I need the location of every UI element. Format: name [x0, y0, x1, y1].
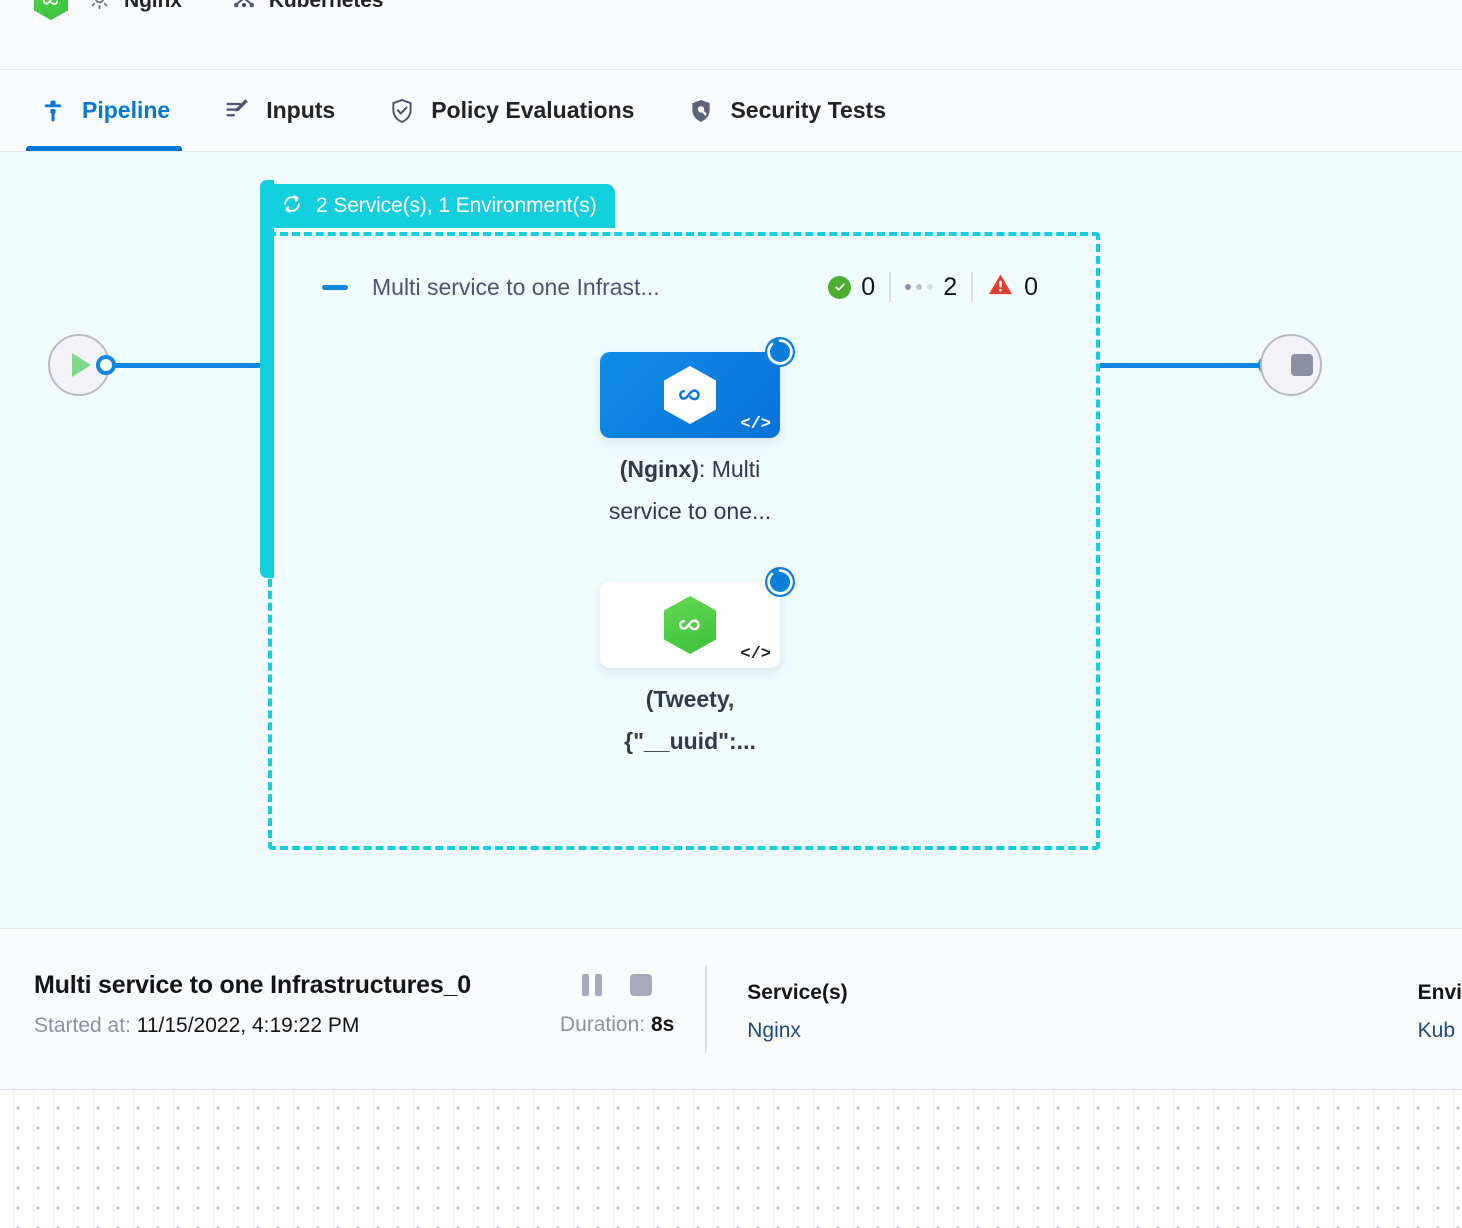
canvas-dot-grid: [0, 1090, 1462, 1228]
harness-hex-icon: [34, 0, 68, 20]
environments-heading: Envi: [1417, 981, 1462, 1004]
context-infrastructure-label: Kubernetes: [268, 0, 384, 12]
spinner-badge: [763, 565, 797, 599]
context-item-harness: [34, 0, 68, 20]
stage-group-box[interactable]: [268, 232, 1100, 850]
group-tag[interactable]: 2 Service(s), 1 Environment(s): [260, 184, 615, 228]
tab-inputs[interactable]: Inputs: [222, 70, 361, 151]
context-service-label: Nginx: [124, 0, 182, 12]
check-circle-icon: [828, 275, 852, 299]
tab-policy-evaluations[interactable]: Policy Evaluations: [387, 70, 660, 151]
service-node-nginx-caption: (Nginx): Multi service to one...: [570, 448, 810, 532]
started-at-row: Started at: 11/15/2022, 4:19:22 PM: [34, 1014, 529, 1038]
start-connector-line: [112, 363, 268, 368]
environments-column: Envi Kub: [1378, 929, 1462, 1043]
pipeline-icon: [38, 96, 68, 126]
duration-label: Duration:: [559, 1013, 646, 1036]
gear-icon: [86, 0, 113, 17]
stop-icon: [1291, 354, 1313, 376]
transport-controls: [582, 971, 653, 999]
panel-divider: [705, 965, 708, 1053]
nginx-caption-rest: : Multi: [698, 456, 761, 482]
inputs-icon: [222, 96, 252, 126]
status-failed-count: 0: [1024, 272, 1038, 301]
status-success-count: 0: [861, 272, 876, 301]
tweety-caption-bold: (Tweety,: [645, 686, 735, 712]
environments-value-link[interactable]: Kub: [1417, 1019, 1456, 1042]
pipeline-canvas[interactable]: 2 Service(s), 1 Environment(s) Multi ser…: [0, 152, 1462, 928]
tab-inputs-label: Inputs: [266, 97, 336, 123]
code-icon[interactable]: </>: [740, 645, 771, 664]
tab-policy-evaluations-label: Policy Evaluations: [431, 97, 635, 123]
tab-pipeline[interactable]: Pipeline: [25, 70, 196, 151]
status-running-count: 2: [943, 272, 958, 301]
dots-icon: [905, 284, 934, 290]
shield-scan-icon: [686, 96, 716, 126]
code-icon[interactable]: </>: [740, 415, 771, 434]
stop-icon[interactable]: [630, 974, 653, 996]
nginx-caption-line2: service to one...: [608, 498, 772, 524]
context-strip: Nginx Kubernetes: [0, 0, 1462, 70]
services-column: Service(s) Nginx: [707, 929, 847, 1043]
tab-security-tests-label: Security Tests: [730, 97, 886, 123]
harness-hex-icon: [664, 366, 716, 424]
status-running: 2: [889, 272, 971, 302]
started-at-label: Started at:: [34, 1014, 131, 1037]
started-at-value: 11/15/2022, 4:19:22 PM: [136, 1014, 360, 1037]
service-node-tweety[interactable]: </>: [600, 567, 795, 668]
loop-icon: [280, 192, 304, 221]
tweety-caption-line2: {"__uuid":...: [624, 728, 756, 754]
pause-icon[interactable]: [582, 974, 603, 996]
service-node-tweety-caption: (Tweety, {"__uuid":...: [570, 678, 810, 762]
execution-detail-panel: Multi service to one Infrastructures_0 S…: [0, 928, 1462, 1090]
group-tag-label: 2 Service(s), 1 Environment(s): [316, 194, 597, 217]
warning-triangle-icon: [987, 271, 1014, 303]
group-status-cluster: 0 2 0: [814, 270, 1052, 304]
tab-pipeline-label: Pipeline: [82, 97, 171, 123]
end-connector-line: [1100, 363, 1268, 368]
harness-hex-icon: [664, 596, 716, 654]
service-node-nginx[interactable]: </>: [600, 337, 795, 438]
context-item-infrastructure[interactable]: Kubernetes: [230, 0, 384, 18]
duration-value: 8s: [650, 1013, 675, 1036]
status-success: 0: [814, 272, 889, 302]
services-heading: Service(s): [747, 981, 848, 1004]
play-icon: [72, 353, 91, 377]
group-header: Multi service to one Infrast... 0 2: [322, 270, 1052, 304]
end-node[interactable]: [1260, 334, 1322, 396]
tab-bar: Pipeline Inputs Policy Evaluations: [0, 70, 1462, 152]
duration-row: Duration: 8s: [560, 1013, 674, 1037]
tab-security-tests[interactable]: Security Tests: [686, 70, 912, 151]
group-title: Multi service to one Infrast...: [372, 273, 660, 300]
page-title: Multi service to one Infrastructures_0: [34, 971, 471, 999]
shield-check-icon: [387, 96, 417, 126]
kubernetes-icon: [230, 0, 258, 18]
spinner-badge: [763, 335, 797, 369]
nginx-caption-bold: (Nginx): [619, 456, 699, 482]
minus-icon[interactable]: [322, 284, 348, 290]
status-failed: 0: [971, 272, 1052, 302]
services-value-link[interactable]: Nginx: [747, 1019, 801, 1042]
context-item-service[interactable]: Nginx: [86, 0, 182, 17]
